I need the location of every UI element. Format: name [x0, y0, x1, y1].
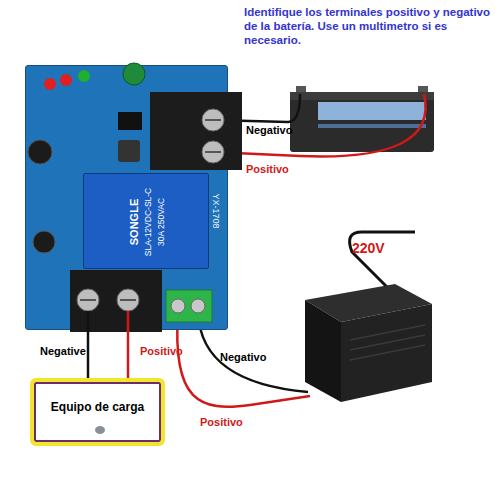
- terminal-label: Negativo: [246, 124, 306, 137]
- battery-positive-wire: [213, 94, 426, 156]
- battery-negative-wire: [213, 94, 300, 122]
- ic-chip: [118, 112, 142, 130]
- screw-slot: [80, 299, 96, 301]
- battery-terminal: [296, 86, 306, 94]
- wire-label: Negative: [40, 345, 86, 358]
- board-marking: YX-1708: [211, 181, 221, 241]
- screw-slot: [205, 119, 221, 121]
- charger-vent: [350, 325, 425, 340]
- battery-terminal-block: [150, 92, 242, 170]
- load-box: Equipo de carga: [30, 378, 165, 446]
- charger-top: [305, 284, 432, 322]
- screw: [202, 109, 224, 131]
- load-terminal-block: [70, 270, 162, 332]
- led-red: [60, 74, 72, 86]
- capacitor: [28, 140, 52, 164]
- led-red: [44, 78, 56, 90]
- charger-vent: [350, 335, 425, 350]
- instruction-note: Identifique los terminales positivo y ne…: [244, 6, 494, 47]
- screw: [77, 289, 99, 311]
- terminal-label: Positivo: [246, 163, 306, 176]
- inductor: [118, 140, 140, 162]
- relay-marking: SLA-12VDC-SL-C: [143, 188, 153, 257]
- load-positive-wire: [127, 311, 130, 332]
- wire-connector: [127, 330, 130, 378]
- relay-marking: 30A 250VAC: [156, 198, 166, 246]
- relay-marking: SONGLE: [128, 199, 140, 245]
- screw: [117, 289, 139, 311]
- capacitor: [33, 231, 55, 253]
- battery-stripe: [318, 124, 426, 128]
- relay-board: YX-1708SONGLESLA-12VDC-SL-C30A 250VAC: [25, 65, 228, 330]
- charger: [305, 284, 432, 402]
- screw: [191, 299, 205, 313]
- wire-label: Negativo: [220, 351, 280, 364]
- charger-front: [305, 300, 341, 402]
- load-negative-wire: [87, 311, 90, 332]
- charger-vent: [350, 345, 425, 360]
- capacitor: [123, 63, 145, 85]
- screw-slot: [205, 151, 221, 153]
- screw-slot: [120, 299, 136, 301]
- screw: [171, 299, 185, 313]
- charger-negative-wire: [198, 312, 308, 392]
- battery-sticker: [318, 102, 426, 120]
- charger-terminal-block: [166, 290, 212, 322]
- charger-positive-wire: [177, 312, 310, 407]
- charger-side: [341, 304, 432, 402]
- wire-connector: [87, 330, 90, 378]
- battery: [290, 86, 434, 152]
- box-title: Equipo de carga: [51, 400, 144, 414]
- battery-lid: [290, 92, 434, 100]
- led-green: [78, 70, 90, 82]
- voltage-label: 220V: [352, 240, 402, 257]
- device-icon: [95, 426, 105, 434]
- wire-label: Positivo: [200, 416, 260, 429]
- relay: SONGLESLA-12VDC-SL-C30A 250VAC: [83, 173, 209, 269]
- relay-marking-group: SONGLESLA-12VDC-SL-C30A 250VAC: [84, 174, 209, 269]
- screw: [202, 141, 224, 163]
- battery-terminal: [418, 86, 428, 94]
- wire-label: Positivo: [140, 345, 183, 358]
- battery-body: [290, 92, 434, 152]
- mains-cable: [350, 232, 415, 292]
